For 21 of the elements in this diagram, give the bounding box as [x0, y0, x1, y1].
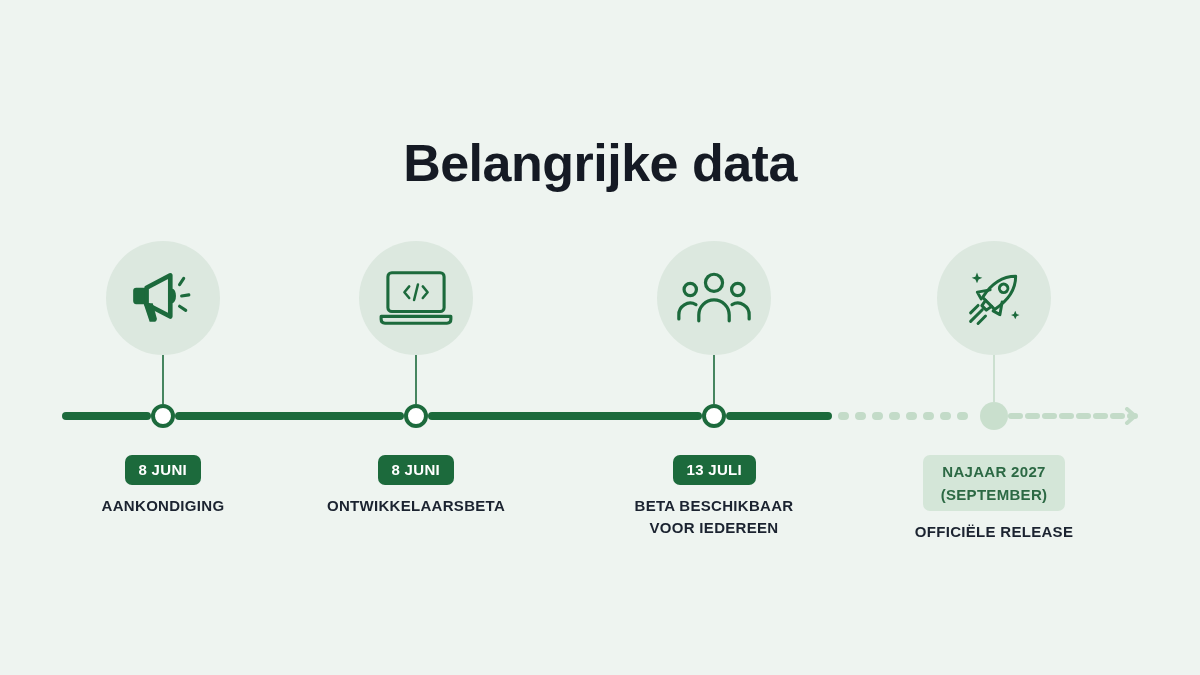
milestone-dot: [404, 404, 428, 428]
milestone-description: ONTWIKKELAARSBETA: [325, 496, 507, 516]
timeline-line: [62, 412, 151, 420]
connector-line: [713, 354, 715, 405]
milestone-dot: [702, 404, 726, 428]
date-tag: 8 JUNI: [377, 455, 454, 485]
connector-line: [993, 354, 995, 403]
timeline-line: [175, 412, 404, 420]
dashed-arrow: [1008, 407, 1138, 425]
milestone-description: AANKONDIGING: [100, 496, 226, 516]
date-tag: NAJAAR 2027 (SEPTEMBER): [923, 455, 1065, 511]
date-tag: 8 JUNI: [124, 455, 201, 485]
milestone-dot: [151, 404, 175, 428]
title: Belangrijke data: [403, 133, 797, 194]
date-tag: 13 JULI: [672, 455, 756, 485]
connector-line: [415, 354, 417, 405]
milestone-dot: [980, 402, 1008, 430]
milestone-description: OFFICIËLE RELEASE: [913, 522, 1075, 542]
connector-line: [162, 354, 164, 405]
milestone-description: BETA BESCHIKBAAR VOOR IEDEREEN: [633, 496, 795, 538]
timeline-line: [428, 412, 702, 420]
